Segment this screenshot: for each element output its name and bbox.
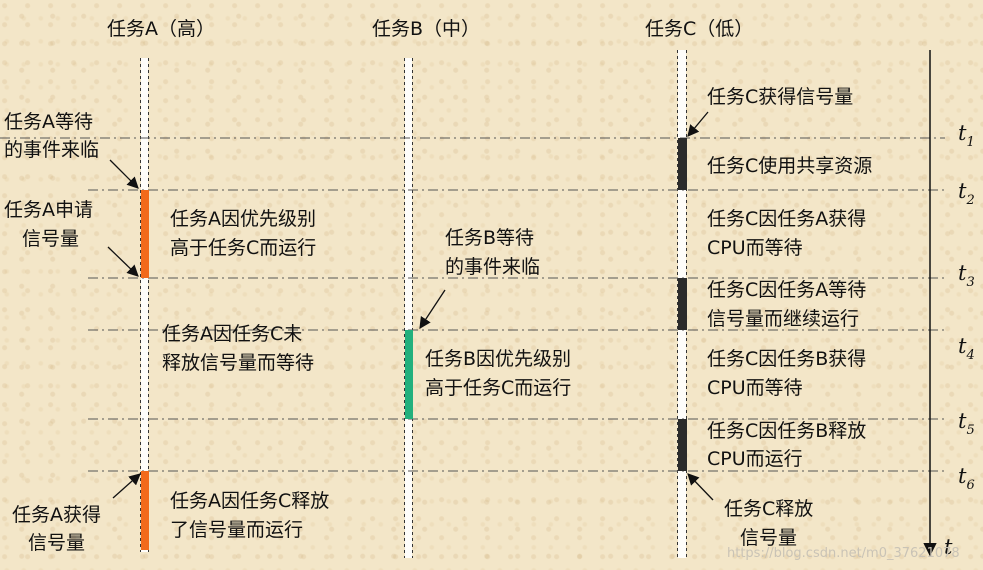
time-axis-label: t <box>944 535 953 559</box>
column-title-task-a: 任务A（高） <box>107 18 215 40</box>
note-a-request-sem-line1: 任务A申请 <box>4 199 93 221</box>
task-c-running-segment-1 <box>678 138 687 190</box>
note-a-get-sem-line1: 任务A获得 <box>12 504 101 526</box>
note-a-run-priority-line2: 高于任务C而运行 <box>170 237 316 259</box>
note-a-wait-event-line2: 的事件来临 <box>4 139 99 161</box>
column-title-task-b: 任务B（中） <box>372 18 480 40</box>
task-b-timeline <box>404 58 413 558</box>
arrow-a-get-sem <box>112 473 141 499</box>
note-a-wait-sem-line1: 任务A因任务C未 <box>162 323 302 345</box>
time-mark-labels: t1 t2 t3 t4 t5 t6 <box>958 121 975 493</box>
note-a-request-sem-line2: 信号量 <box>22 228 79 250</box>
note-c-get-sem: 任务C获得信号量 <box>707 86 853 108</box>
note-c-continue-line1: 任务C因任务A等待 <box>707 279 866 301</box>
note-b-wait-event-line2: 的事件来临 <box>445 256 540 278</box>
note-b-wait-event-line1: 任务B等待 <box>445 227 534 249</box>
time-mark-t2: t2 <box>958 179 975 208</box>
note-b-run-priority-line2: 高于任务C而运行 <box>425 377 571 399</box>
task-c-running-segment-2 <box>678 278 687 330</box>
event-arrows <box>107 111 714 501</box>
note-a-get-sem-line2: 信号量 <box>28 532 85 554</box>
time-gridlines <box>0 137 945 472</box>
task-b-running-segment <box>405 330 413 419</box>
note-c-continue-line2: 信号量而继续运行 <box>707 308 859 330</box>
arrow-c-release-sem <box>687 473 714 501</box>
arrow-a-wait-event <box>109 159 139 189</box>
note-c-wait-cpu-a-line2: CPU而等待 <box>707 237 803 259</box>
note-c-run-b-release-line1: 任务C因任务B释放 <box>707 420 866 442</box>
column-title-task-c: 任务C（低） <box>645 18 753 40</box>
arrow-a-request-sem <box>107 246 139 277</box>
time-mark-t5: t5 <box>958 409 975 438</box>
note-a-run-released-line1: 任务A因任务C释放 <box>170 490 329 512</box>
task-c-running-segment-3 <box>678 419 687 471</box>
note-c-release-sem-line1: 任务C释放 <box>724 498 813 520</box>
task-a-running-segment-2 <box>141 471 149 550</box>
watermark: https://blog.csdn.net/m0_37621078 <box>727 546 960 561</box>
note-c-release-sem-line2: 信号量 <box>740 527 797 549</box>
arrow-c-get-sem <box>687 111 709 137</box>
task-a-running-segment-1 <box>141 190 149 278</box>
note-c-run-b-release-line2: CPU而运行 <box>707 448 803 470</box>
note-a-run-released-line2: 了信号量而运行 <box>170 519 303 541</box>
time-mark-t3: t3 <box>958 261 975 290</box>
arrow-b-wait-event <box>419 289 446 329</box>
note-a-run-priority-line1: 任务A因优先级别 <box>170 208 316 230</box>
note-c-wait-cpu-a-line1: 任务C因任务A获得 <box>707 208 866 230</box>
note-a-wait-event-line1: 任务A等待 <box>4 111 93 133</box>
time-mark-t4: t4 <box>958 334 975 363</box>
time-mark-t6: t6 <box>958 464 975 493</box>
note-b-run-priority-line1: 任务B因优先级别 <box>425 348 571 370</box>
note-a-wait-sem-line2: 释放信号量而等待 <box>162 352 314 374</box>
note-c-wait-cpu-b-line2: CPU而等待 <box>707 377 803 399</box>
note-c-use-resource: 任务C使用共享资源 <box>707 155 872 177</box>
time-mark-t1: t1 <box>958 121 975 150</box>
note-c-wait-cpu-b-line1: 任务C因任务B获得 <box>707 348 866 370</box>
task-a-timeline <box>140 58 149 552</box>
